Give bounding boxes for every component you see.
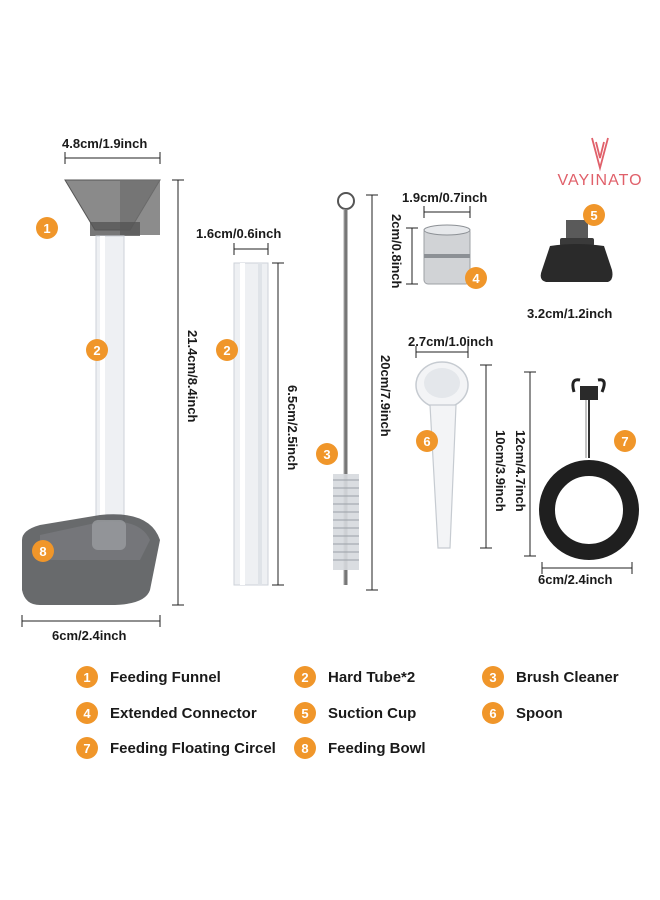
brand-logo: VAYINATO: [550, 128, 650, 190]
feeding-bowl-illustration: [22, 514, 160, 605]
brush-cleaner-illustration: [333, 192, 359, 585]
ring-height-label: 12cm/4.7inch: [513, 430, 528, 512]
spoon-illustration: [415, 361, 469, 549]
legend-item: 4 Extended Connector: [76, 702, 257, 724]
legend-item: 5 Suction Cup: [294, 702, 416, 724]
legend-number-badge: 3: [482, 666, 504, 688]
marker-1: 1: [36, 217, 58, 239]
floating-circle-illustration: [539, 378, 639, 560]
suction-width-label: 3.2cm/1.2inch: [527, 306, 613, 321]
hard-tube-illustration: [233, 262, 269, 586]
brand-name: VAYINATO: [557, 172, 643, 189]
spoon-width-label: 2.7cm/1.0inch: [408, 334, 494, 349]
legend-label: Spoon: [516, 704, 563, 722]
legend-number-badge: 8: [294, 737, 316, 759]
marker-6: 6: [416, 430, 438, 452]
ring-width-label: 6cm/2.4inch: [538, 572, 613, 587]
legend-label: Suction Cup: [328, 704, 417, 722]
connector-height-label: 2cm/0.8inch: [389, 214, 404, 289]
legend-number-badge: 2: [294, 666, 316, 688]
legend-label: Extended Connector: [110, 704, 257, 722]
brush-length-label: 20cm/7.9inch: [378, 355, 393, 437]
feeding-funnel-illustration: [64, 179, 161, 236]
connector-width-label: 1.9cm/0.7inch: [402, 190, 488, 205]
legend-label: Hard Tube*2: [328, 668, 416, 686]
dimension-lines: [21, 152, 633, 627]
legend-number-badge: 5: [294, 702, 316, 724]
funnel-length-label: 21.4cm/8.4inch: [185, 330, 200, 423]
marker-4: 4: [465, 267, 487, 289]
legend-label: Brush Cleaner: [516, 668, 619, 686]
legend-item: 2 Hard Tube*2: [294, 666, 415, 688]
legend-number-badge: 4: [76, 702, 98, 724]
legend-label: Feeding Funnel: [110, 668, 221, 686]
marker-5: 5: [583, 204, 605, 226]
legend-item: 8 Feeding Bowl: [294, 737, 426, 759]
tube-length-label: 6.5cm/2.5inch: [285, 385, 300, 471]
marker-8: 8: [32, 540, 54, 562]
bowl-width-label: 6cm/2.4inch: [52, 628, 127, 643]
marker-2-tube: 2: [216, 339, 238, 361]
tube-width-label: 1.6cm/0.6inch: [196, 226, 282, 241]
legend-number-badge: 6: [482, 702, 504, 724]
funnel-tube-illustration: [95, 235, 125, 537]
legend-label: Feeding Floating Circel: [110, 739, 276, 757]
spoon-length-label: 10cm/3.9inch: [493, 430, 508, 512]
marker-7: 7: [614, 430, 636, 452]
marker-3: 3: [316, 443, 338, 465]
legend-item: 1 Feeding Funnel: [76, 666, 221, 688]
legend-label: Feeding Bowl: [328, 739, 426, 757]
legend-item: 7 Feeding Floating Circel: [76, 737, 276, 759]
funnel-width-label: 4.8cm/1.9inch: [62, 136, 148, 151]
legend-number-badge: 7: [76, 737, 98, 759]
brand-logo-mark: [591, 137, 609, 172]
marker-2-funnel: 2: [86, 339, 108, 361]
extended-connector-illustration: [423, 224, 471, 285]
legend-item: 3 Brush Cleaner: [482, 666, 619, 688]
legend-number-badge: 1: [76, 666, 98, 688]
suction-cup-illustration: [540, 220, 613, 282]
legend-item: 6 Spoon: [482, 702, 563, 724]
